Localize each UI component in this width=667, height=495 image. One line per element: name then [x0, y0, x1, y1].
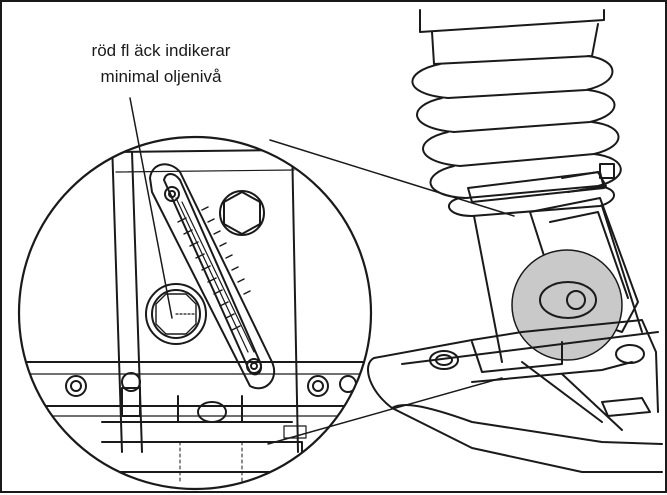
- detail-circle-outline: [17, 135, 373, 491]
- highlight-disc: [511, 249, 623, 361]
- bellows: [411, 55, 622, 217]
- magnified-detail: [21, 141, 371, 483]
- callout-line-2: minimal oljenivå: [100, 67, 222, 86]
- oil-level-callout: röd fl äck indikerar minimal oljenivå: [46, 38, 276, 90]
- oil-level-gauge: [149, 163, 275, 390]
- connector-line-top: [269, 139, 515, 217]
- callout-line-1: röd fl äck indikerar: [91, 41, 231, 60]
- machine-overview: [367, 9, 663, 473]
- connector-line-bottom: [267, 377, 503, 445]
- base-plate: [367, 319, 663, 473]
- leader-line: [129, 97, 173, 319]
